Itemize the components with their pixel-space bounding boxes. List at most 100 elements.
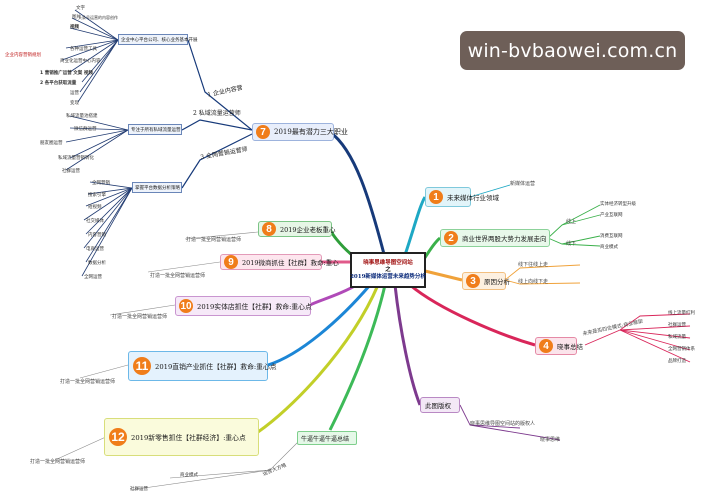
center-subtitle: 2019新媒体运营未来趋势分析 bbox=[350, 273, 426, 280]
branch-7-number: 7 bbox=[256, 125, 270, 139]
cause-2: 线上向线下走 bbox=[518, 279, 549, 285]
branch-1-number: 1 bbox=[429, 190, 443, 204]
connector-b7 bbox=[329, 130, 387, 259]
leaf-top-8: 1 营销推广运营 文案 视频 bbox=[40, 71, 93, 76]
leaf-b13-1: 商业模式 bbox=[180, 473, 198, 478]
branch-7-node[interactable]: 7 2019最有潜力三大职业 bbox=[252, 123, 348, 141]
connector-b11 bbox=[267, 284, 372, 367]
leaf-summary-5: 品牌打造 bbox=[668, 359, 686, 364]
annotation-1: 新媒体运营 bbox=[510, 181, 536, 187]
leaf-mid-3: 朋友圈运营 bbox=[40, 141, 63, 146]
branch-9-number: 9 bbox=[224, 255, 238, 269]
branch-9-label: 2019微商抓住【社群】救命:重心 bbox=[242, 259, 339, 267]
branch-5-node[interactable]: 此图版权 bbox=[420, 397, 460, 413]
connector-b13 bbox=[328, 284, 387, 431]
branch-4-node[interactable]: 4 晓事总结 bbox=[535, 337, 583, 355]
leaf-mid-1: 私域流量池搭建 bbox=[66, 114, 98, 119]
branch-11-label: 2019直销产业抓住【社群】救命:重心点 bbox=[155, 363, 277, 371]
annotation-12: 打造一批全网营销运营师 bbox=[30, 459, 86, 465]
leaf-b13-2: 社群运营 bbox=[130, 487, 148, 492]
center-connector: 之 bbox=[385, 266, 391, 273]
branch-7-label: 2019最有潜力三大职业 bbox=[274, 128, 348, 136]
branch-3-number: 3 bbox=[466, 274, 480, 288]
watermark-banner: win-bvbaowei.com.cn bbox=[460, 31, 685, 70]
leaf-top-9: 2 各平台获取流量 bbox=[40, 81, 77, 86]
leaf-top-3: 视频 bbox=[70, 25, 79, 30]
branch-10-node[interactable]: 10 2019实体店抓住【社群】救命:重心点 bbox=[175, 296, 312, 316]
connector-b12 bbox=[257, 284, 380, 434]
branch-10-label: 2019实体店抓住【社群】救命:重心点 bbox=[197, 303, 312, 311]
leaf-top-10: 运营 bbox=[70, 91, 79, 96]
branch-1-node[interactable]: 1 未来媒体行业领域 bbox=[425, 187, 499, 207]
leaf-low-5: 内容营销 bbox=[88, 233, 106, 238]
leaf-low-1: 全网营销 bbox=[92, 181, 110, 186]
leaf-right-4: 商业模式 bbox=[600, 245, 618, 250]
annotation-11: 打造一批全网营销运营师 bbox=[60, 379, 116, 385]
leaf-top-6: 企业内容营销规划 bbox=[5, 53, 41, 58]
sub-label-2: 2 私域流量运营师 bbox=[193, 110, 241, 117]
annotation-5b: 晓事思维 bbox=[540, 437, 561, 443]
annotation-10: 打造一批全网营销运营师 bbox=[112, 314, 168, 320]
leaf-summary-1: 线上流量红利 bbox=[668, 311, 695, 316]
leaf-right-2: 产业互联网 bbox=[600, 213, 623, 218]
annotation-5a: 晓事思维导图空间站的版权人 bbox=[470, 421, 536, 427]
box-1-label: 企业中心平台公司、核心业务基本开展 bbox=[121, 37, 198, 43]
center-title: 晓事思维导图空间站 bbox=[363, 259, 413, 266]
branch-3-node[interactable]: 3 原因分析 bbox=[462, 272, 510, 290]
branch-10-number: 10 bbox=[179, 299, 193, 313]
leaf-summary-2: 社群运营 bbox=[668, 323, 686, 328]
connector-b3 bbox=[424, 269, 463, 282]
leaf-low-7: 数据分析 bbox=[88, 261, 106, 266]
leaf-low-6: 电商运营 bbox=[86, 247, 104, 252]
branch-2-label: 商业世界两股大势力发展走向 bbox=[462, 235, 547, 243]
box-3-label: 掌握平台数据分析策略 bbox=[135, 185, 180, 191]
leaf-right-1: 实体经济转型升级 bbox=[600, 202, 636, 207]
branch-2-node[interactable]: 2 商业世界两股大势力发展走向 bbox=[440, 229, 550, 247]
branch-13-label: 牛逼牛逼牛逼总结 bbox=[301, 435, 350, 443]
annotation-9: 打造一批全网营销运营师 bbox=[150, 273, 206, 279]
line-down-label: 线下 bbox=[566, 241, 577, 247]
branch-13-node[interactable]: 牛逼牛逼牛逼总结 bbox=[297, 431, 357, 445]
leaf-top-4: 头条号运营的内容创作 bbox=[78, 15, 118, 20]
leaf-top-5: 各种运营工具 bbox=[70, 47, 97, 52]
leaf-summary-3: 私域流量 bbox=[668, 335, 686, 340]
leaf-right-3: 消费互联网 bbox=[600, 234, 623, 239]
leaf-top-2: 图片 bbox=[72, 15, 81, 20]
branch-4-number: 4 bbox=[539, 339, 553, 353]
branch-8-label: 2019企业老板重心 bbox=[280, 226, 336, 234]
branch-3-label: 原因分析 bbox=[484, 278, 510, 286]
leaf-low-8: 全网运营 bbox=[84, 275, 102, 280]
leaf-mid-2: 微信群运营 bbox=[74, 127, 97, 132]
branch-8-number: 8 bbox=[262, 222, 276, 236]
branch-9-node[interactable]: 9 2019微商抓住【社群】救命:重心 bbox=[220, 254, 339, 270]
branch-8-node[interactable]: 8 2019企业老板重心 bbox=[258, 221, 336, 237]
leaf-summary-4: 全网营销体系 bbox=[668, 347, 695, 352]
leaf-low-3: 短视频 bbox=[88, 205, 102, 210]
branch-11-node[interactable]: 11 2019直销产业抓住【社群】救命:重心点 bbox=[128, 351, 277, 381]
cause-1: 线下往线上走 bbox=[518, 262, 549, 268]
leaf-mid-5: 社群运营 bbox=[62, 169, 80, 174]
leaf-mid-4: 私域流量营销转化 bbox=[58, 156, 94, 161]
branch-12-number: 12 bbox=[109, 428, 127, 446]
leaf-top-11: 变现 bbox=[70, 101, 79, 106]
leaf-low-2: 搜索引擎 bbox=[88, 193, 106, 198]
branch-2-number: 2 bbox=[444, 231, 458, 245]
connector-b5 bbox=[393, 284, 422, 406]
branch-5-label: 此图版权 bbox=[425, 402, 451, 410]
branch-12-label: 2019新零售抓住【社群经济】:重心点 bbox=[131, 434, 246, 442]
annotation-8: 打造一批全网营销运营师 bbox=[186, 237, 242, 243]
connector-b4 bbox=[409, 283, 536, 347]
box-2: 专注于所有私域流量运营 bbox=[128, 124, 182, 135]
branch-4-label: 晓事总结 bbox=[557, 343, 583, 351]
box-2-label: 专注于所有私域流量运营 bbox=[131, 127, 181, 133]
line-up-label: 线上 bbox=[566, 219, 577, 225]
branch-11-number: 11 bbox=[133, 357, 151, 375]
center-node: 晓事思维导图空间站 之 2019新媒体运营未来趋势分析 bbox=[350, 252, 426, 288]
branch-1-label: 未来媒体行业领域 bbox=[447, 194, 499, 202]
branch-12-node[interactable]: 12 2019新零售抓住【社群经济】:重心点 bbox=[104, 418, 259, 456]
box-3: 掌握平台数据分析策略 bbox=[132, 182, 182, 193]
leaf-low-4: 社交媒体 bbox=[86, 219, 104, 224]
leaf-top-7: 商业化运营中心内容 bbox=[60, 59, 101, 64]
connector-b1 bbox=[403, 196, 427, 256]
